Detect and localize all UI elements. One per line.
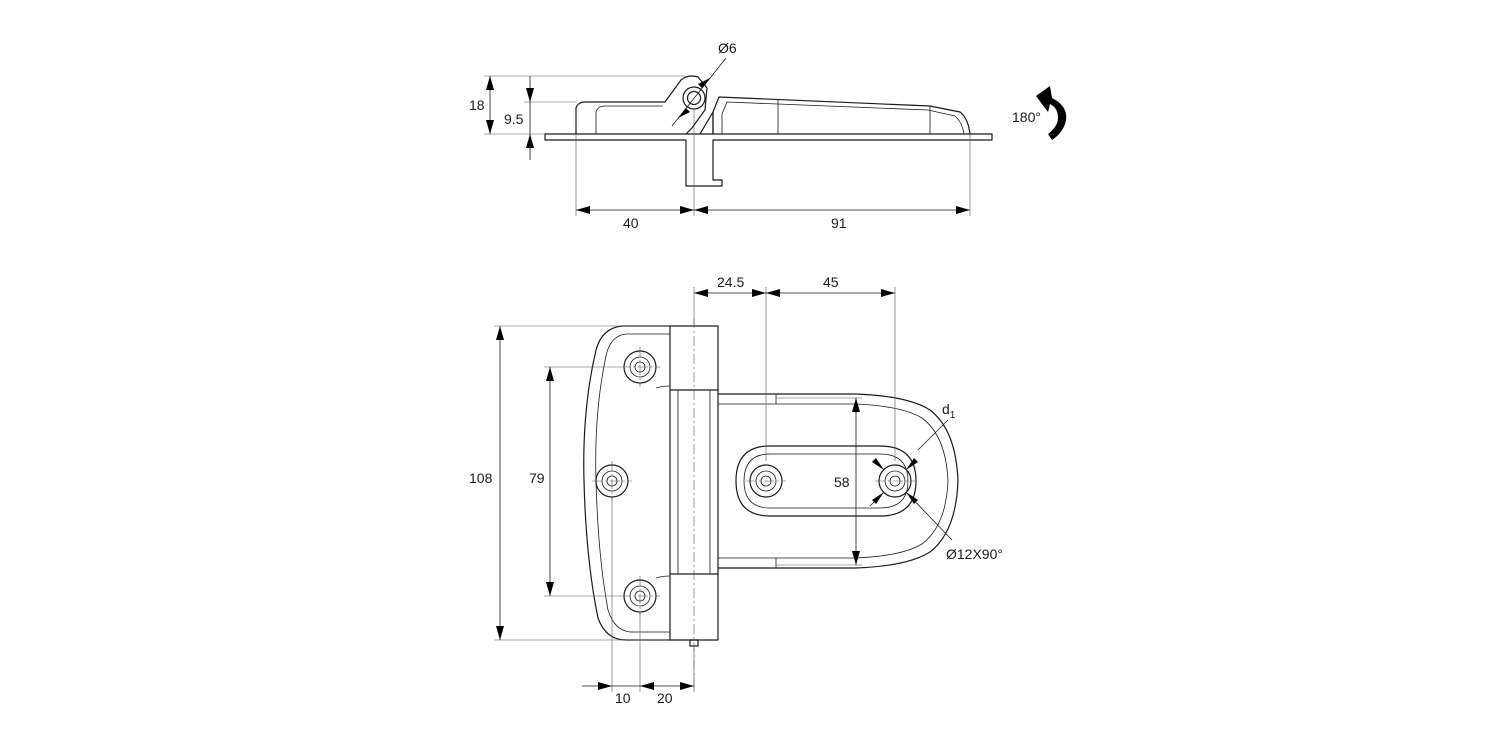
dim-label-d1: d1	[942, 401, 956, 421]
dim-label-rotation: 180°	[1012, 109, 1041, 125]
dim-label-40: 40	[623, 215, 639, 231]
dim-label-79: 79	[529, 470, 545, 486]
plan-left-leaf	[583, 325, 671, 641]
dim-label-18: 18	[469, 97, 485, 113]
dim-label-countersink: Ø12X90°	[946, 546, 1003, 562]
side-view	[484, 57, 1067, 216]
dim-label-phi6: Ø6	[718, 40, 737, 56]
dim-label-9-5: 9.5	[504, 111, 524, 127]
dim-label-20: 20	[657, 690, 673, 706]
dim-label-10: 10	[615, 690, 631, 706]
plan-slot	[735, 445, 917, 517]
dim-label-45: 45	[823, 274, 839, 290]
side-base-plate	[544, 133, 993, 187]
rotate-arrow-icon	[1036, 86, 1067, 140]
plan-view	[494, 287, 959, 692]
dim-label-108: 108	[469, 470, 493, 486]
plan-right-leaf	[717, 393, 959, 569]
dim-label-24-5: 24.5	[717, 274, 744, 290]
side-pin-outer	[682, 86, 706, 110]
dim-label-58: 58	[834, 474, 850, 490]
side-left-leaf	[575, 75, 708, 135]
side-right-leaf	[712, 96, 971, 135]
dim-label-91: 91	[831, 215, 847, 231]
side-pin-hole	[686, 90, 702, 106]
